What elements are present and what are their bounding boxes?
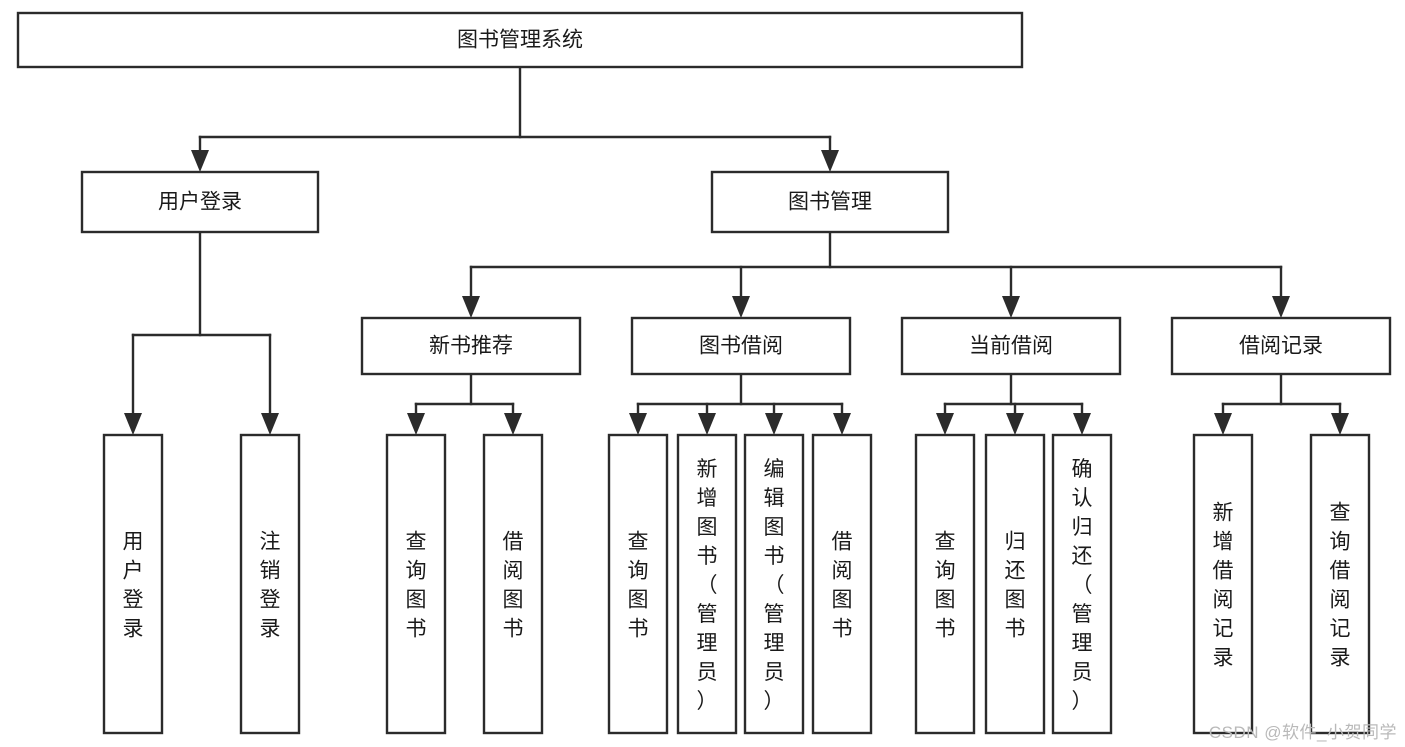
node-box-user-login-leaf bbox=[102, 433, 164, 735]
arrow-head-icon bbox=[124, 413, 142, 435]
arrow-head-icon bbox=[732, 296, 750, 318]
node-confirm-return-admin[interactable]: 确认归还（管理员） bbox=[1051, 433, 1113, 735]
node-box-user-login bbox=[80, 170, 320, 234]
connector-layer bbox=[124, 65, 1349, 435]
node-borrow-book-2[interactable]: 借阅图书 bbox=[811, 433, 873, 735]
node-label-query-book-3: 查询图书 bbox=[935, 531, 956, 641]
node-box-borrow-book-1 bbox=[482, 433, 544, 735]
arrow-head-icon bbox=[1073, 413, 1091, 435]
arrow-head-icon bbox=[1006, 413, 1024, 435]
node-box-query-book-3 bbox=[914, 433, 976, 735]
node-label-borrow-record: 借阅记录 bbox=[1239, 335, 1323, 358]
node-book-borrow[interactable]: 图书借阅 bbox=[630, 316, 852, 376]
arrow-head-icon bbox=[261, 413, 279, 435]
node-user-login-leaf[interactable]: 用户登录 bbox=[102, 433, 164, 735]
csdn-watermark: CSDN @软件_小贺同学 bbox=[1208, 723, 1397, 742]
arrow-head-icon bbox=[191, 150, 209, 172]
node-layer: 图书管理系统用户登录图书管理用户登录注销登录新书推荐图书借阅当前借阅借阅记录查询… bbox=[16, 11, 1392, 735]
node-borrow-book-1[interactable]: 借阅图书 bbox=[482, 433, 544, 735]
node-label-return-book: 归还图书 bbox=[1005, 531, 1026, 641]
node-box-borrow-record bbox=[1170, 316, 1392, 376]
node-box-book-borrow bbox=[630, 316, 852, 376]
node-label-new-book-recommend: 新书推荐 bbox=[429, 335, 513, 358]
node-label-query-borrow-record: 查询借阅记录 bbox=[1330, 502, 1351, 670]
node-query-borrow-record[interactable]: 查询借阅记录 bbox=[1309, 433, 1371, 735]
node-book-manage[interactable]: 图书管理 bbox=[710, 170, 950, 234]
arrow-head-icon bbox=[698, 413, 716, 435]
node-user-login[interactable]: 用户登录 bbox=[80, 170, 320, 234]
arrow-head-icon bbox=[629, 413, 647, 435]
node-label-user-login-leaf: 用户登录 bbox=[123, 531, 144, 641]
arrow-head-icon bbox=[462, 296, 480, 318]
arrow-head-icon bbox=[1002, 296, 1020, 318]
node-box-book-manage bbox=[710, 170, 950, 234]
node-box-query-book-2 bbox=[607, 433, 669, 735]
node-box-new-book-recommend bbox=[360, 316, 582, 376]
node-label-confirm-return-admin: 确认归还（管理员） bbox=[1072, 458, 1093, 713]
arrow-head-icon bbox=[936, 413, 954, 435]
node-label-borrow-book-2: 借阅图书 bbox=[832, 531, 853, 641]
node-label-book-manage: 图书管理 bbox=[788, 191, 872, 214]
node-label-borrow-book-1: 借阅图书 bbox=[503, 531, 524, 641]
arrow-head-icon bbox=[504, 413, 522, 435]
node-box-query-borrow-record bbox=[1309, 433, 1371, 735]
node-query-book-1[interactable]: 查询图书 bbox=[385, 433, 447, 735]
arrow-head-icon bbox=[833, 413, 851, 435]
node-label-query-book-1: 查询图书 bbox=[406, 531, 427, 641]
arrow-head-icon bbox=[407, 413, 425, 435]
node-label-query-book-2: 查询图书 bbox=[628, 531, 649, 641]
node-edit-book-admin[interactable]: 编辑图书（管理员） bbox=[743, 433, 805, 735]
node-query-book-2[interactable]: 查询图书 bbox=[607, 433, 669, 735]
node-new-book-recommend[interactable]: 新书推荐 bbox=[360, 316, 582, 376]
node-label-user-login: 用户登录 bbox=[158, 191, 242, 214]
arrow-head-icon bbox=[765, 413, 783, 435]
node-label-user-logout-leaf: 注销登录 bbox=[260, 531, 281, 641]
node-current-borrow[interactable]: 当前借阅 bbox=[900, 316, 1122, 376]
node-label-current-borrow: 当前借阅 bbox=[969, 335, 1053, 358]
node-user-logout-leaf[interactable]: 注销登录 bbox=[239, 433, 301, 735]
node-label-root: 图书管理系统 bbox=[457, 29, 583, 52]
node-box-return-book bbox=[984, 433, 1046, 735]
arrow-head-icon bbox=[1272, 296, 1290, 318]
node-label-edit-book-admin: 编辑图书（管理员） bbox=[764, 458, 785, 713]
node-box-edit-book-admin bbox=[743, 433, 805, 735]
node-query-book-3[interactable]: 查询图书 bbox=[914, 433, 976, 735]
node-label-book-borrow: 图书借阅 bbox=[699, 335, 783, 358]
node-add-book-admin[interactable]: 新增图书（管理员） bbox=[676, 433, 738, 735]
arrow-head-icon bbox=[1214, 413, 1232, 435]
node-label-add-book-admin: 新增图书（管理员） bbox=[697, 458, 718, 713]
node-box-user-logout-leaf bbox=[239, 433, 301, 735]
node-box-current-borrow bbox=[900, 316, 1122, 376]
arrow-head-icon bbox=[821, 150, 839, 172]
node-box-add-borrow-record bbox=[1192, 433, 1254, 735]
node-box-add-book-admin bbox=[676, 433, 738, 735]
node-label-add-borrow-record: 新增借阅记录 bbox=[1213, 502, 1234, 670]
node-box-root bbox=[16, 11, 1024, 69]
node-root[interactable]: 图书管理系统 bbox=[16, 11, 1024, 69]
node-box-borrow-book-2 bbox=[811, 433, 873, 735]
node-box-confirm-return-admin bbox=[1051, 433, 1113, 735]
node-return-book[interactable]: 归还图书 bbox=[984, 433, 1046, 735]
node-borrow-record[interactable]: 借阅记录 bbox=[1170, 316, 1392, 376]
arrow-head-icon bbox=[1331, 413, 1349, 435]
node-add-borrow-record[interactable]: 新增借阅记录 bbox=[1192, 433, 1254, 735]
node-box-query-book-1 bbox=[385, 433, 447, 735]
